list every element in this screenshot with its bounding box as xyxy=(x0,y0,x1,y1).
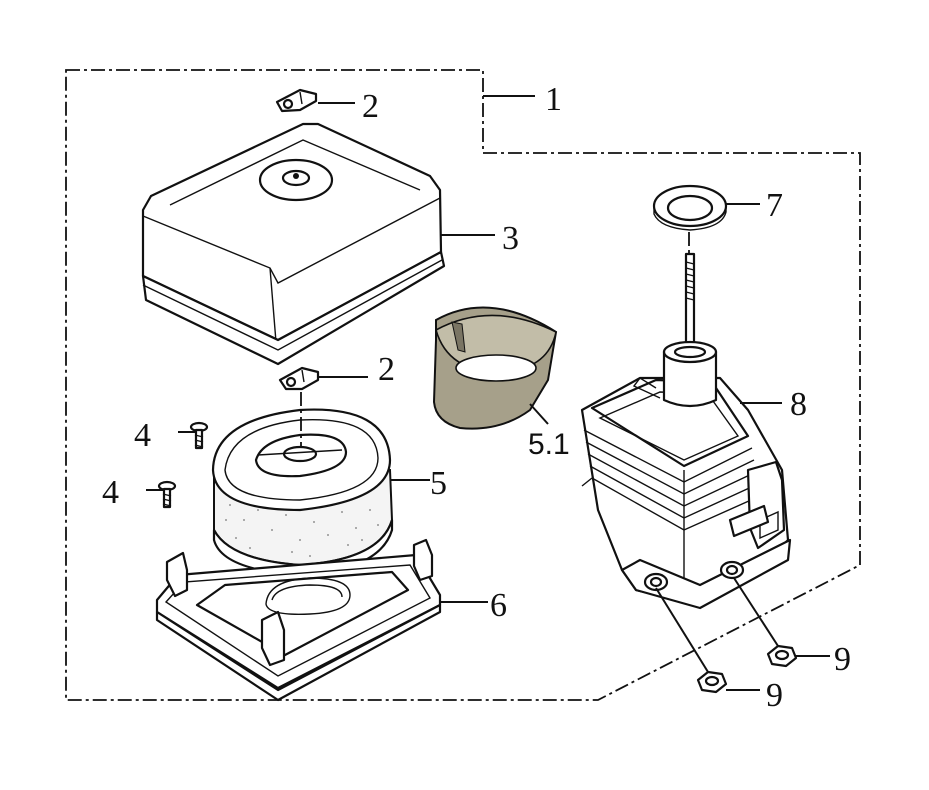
leader-hole-nut-right xyxy=(733,577,779,647)
callout-3: 3 xyxy=(502,220,519,257)
assembly-boundary xyxy=(65,69,861,701)
callout-9-right: 9 xyxy=(834,641,851,678)
pre-filter-sleeve xyxy=(432,306,558,430)
nut-left xyxy=(696,670,728,694)
callout-8: 8 xyxy=(790,386,807,423)
leader-hole-nut-left xyxy=(655,587,709,673)
screw-lower xyxy=(157,480,177,509)
callout-6: 6 xyxy=(490,587,507,624)
callout-4-upper: 4 xyxy=(134,417,151,454)
filter-element xyxy=(211,408,394,577)
callout-5: 5 xyxy=(430,465,447,502)
callout-5-1: 5.1 xyxy=(528,428,570,461)
gasket-ring xyxy=(652,184,728,231)
air-cleaner-elbow xyxy=(580,340,792,610)
air-cleaner-cover xyxy=(141,122,446,366)
nut-right xyxy=(766,644,798,668)
callout-9-left: 9 xyxy=(766,677,783,714)
air-cleaner-base xyxy=(155,538,442,702)
callout-7: 7 xyxy=(766,187,783,224)
callout-2-lower: 2 xyxy=(378,351,395,388)
clip-lower xyxy=(278,366,320,391)
clip-top xyxy=(275,88,318,113)
screw-upper xyxy=(189,421,209,450)
callout-4-lower: 4 xyxy=(102,474,119,511)
callout-1: 1 xyxy=(545,81,562,118)
callout-2-top: 2 xyxy=(362,88,379,125)
